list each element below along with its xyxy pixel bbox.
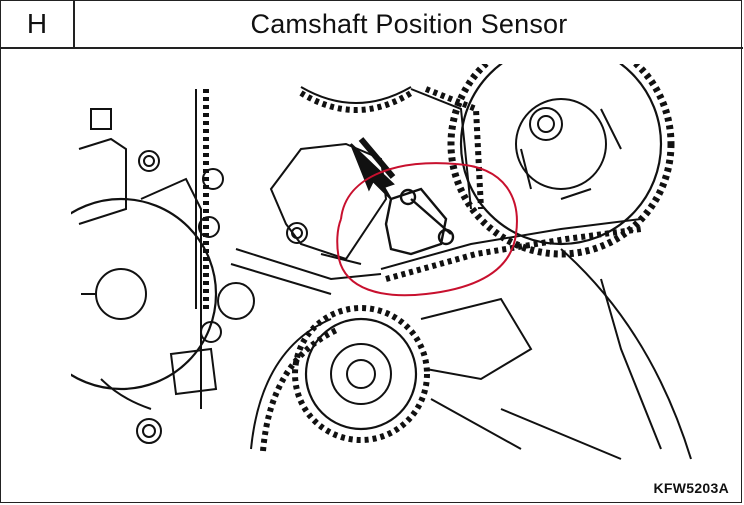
idler-pulley: [292, 297, 622, 460]
page-title: Camshaft Position Sensor: [250, 8, 568, 39]
section-letter: H: [1, 1, 75, 47]
camshaft-sprocket: [447, 64, 675, 258]
upper-sprocket: [299, 86, 413, 113]
lower-housing: [100, 248, 692, 460]
engine-line-drawing: [71, 64, 692, 460]
bracket-plate: [269, 142, 388, 265]
left-pulley: [71, 108, 218, 409]
timing-belt: [195, 86, 642, 452]
header-bar: H Camshaft Position Sensor: [1, 1, 743, 49]
highlight-circle: [336, 162, 518, 297]
figure-code: KFW5203A: [653, 480, 729, 496]
bolts: [136, 150, 308, 444]
sensor-body: [384, 187, 455, 256]
